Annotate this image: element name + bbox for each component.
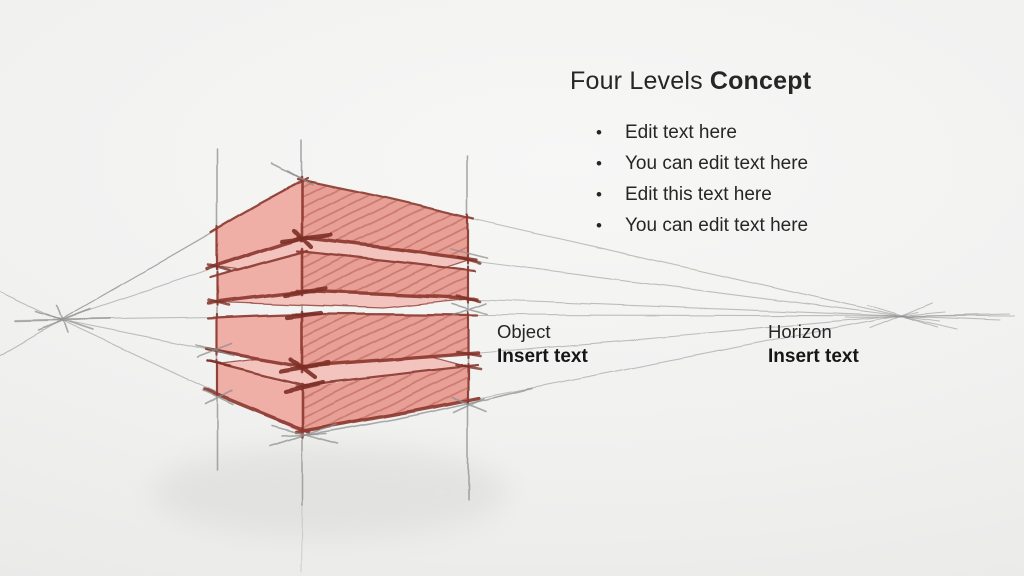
title-regular-part: Four Levels [570,67,703,95]
block-shadow [152,446,508,538]
level-3-slab [205,310,480,374]
list-item: • Edit this text here [596,184,808,215]
title-bold-part: Concept [709,67,812,95]
list-item: • Edit text here [596,122,808,153]
callout-label: Horizon [768,321,832,342]
bullet-icon: • [596,216,602,235]
callout-label: Object [497,321,551,342]
pencil-corner-marks [195,170,488,447]
bullet-icon: • [596,185,602,204]
list-item: • You can edit text here [596,215,808,246]
bullet-icon: • [596,154,602,173]
callout-horizon: Horizon Insert text [768,321,859,368]
list-item: • You can edit text here [596,153,808,184]
level-2-slab [206,247,479,309]
edge-junction-marks [206,227,482,394]
bullet-text: Edit text here [625,122,737,143]
bullet-list: • Edit text here • You can edit text her… [596,122,808,246]
bullet-text: You can edit text here [625,153,809,174]
bullet-text: Edit this text here [625,184,772,205]
callout-value: Insert text [768,346,859,367]
vanishing-point-right-mark [844,302,1011,329]
vanishing-point-left-mark [14,304,111,334]
callout-object: Object Insert text [497,321,588,368]
bullet-text: You can edit text here [625,215,809,236]
bullet-icon: • [596,123,602,142]
callout-value: Insert text [497,346,588,367]
